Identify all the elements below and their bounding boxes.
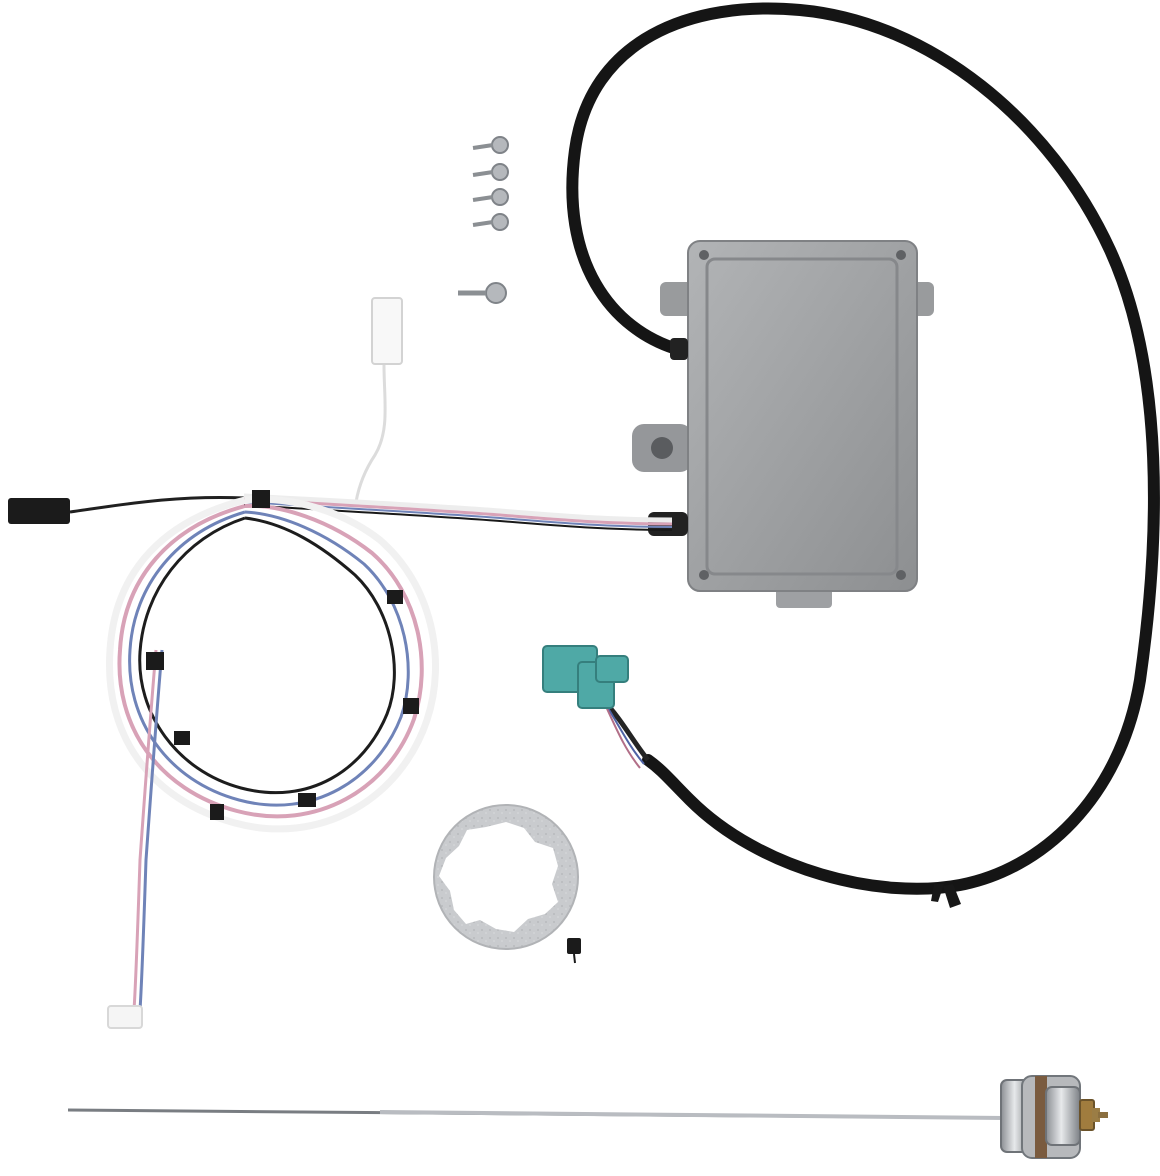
control-module	[632, 240, 934, 608]
sensor-ring	[433, 804, 581, 964]
screw	[472, 188, 509, 206]
screw	[458, 282, 507, 304]
teal-connector-assembly	[542, 645, 650, 769]
screws	[458, 136, 509, 304]
screw	[472, 163, 509, 181]
white-sensor-lead	[354, 297, 403, 503]
fuel-level-probe	[67, 1075, 1108, 1159]
screw	[472, 213, 509, 231]
wiring-harness	[8, 490, 673, 1029]
screw	[472, 136, 509, 154]
sensor-cable	[566, 2, 1160, 908]
